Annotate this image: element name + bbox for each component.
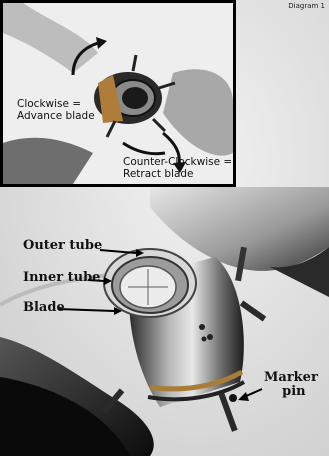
label-blade: Blade — [23, 301, 65, 315]
instrument-illustration — [0, 187, 329, 456]
main-photo: Outer tube Inner tube Blade Marker pin — [0, 187, 329, 456]
label-marker-pin: Marker pin — [264, 371, 318, 399]
counter-line2: Retract blade — [123, 168, 232, 180]
diagram-label: Diagram 1 — [288, 2, 325, 10]
inset-photo: Clockwise = Advance blade Counter-Clockw… — [0, 0, 236, 187]
counter-clockwise-label: Counter-Clockwise = Retract blade — [123, 156, 232, 180]
label-inner-tube: Inner tube — [23, 271, 100, 285]
clockwise-line1: Clockwise = — [17, 98, 95, 110]
label-marker-line1: Marker — [264, 371, 318, 385]
clockwise-line2: Advance blade — [17, 110, 95, 122]
clockwise-label: Clockwise = Advance blade — [17, 98, 95, 122]
counter-line1: Counter-Clockwise = — [123, 156, 232, 168]
label-marker-line2: pin — [264, 385, 318, 399]
label-outer-tube: Outer tube — [23, 239, 102, 253]
